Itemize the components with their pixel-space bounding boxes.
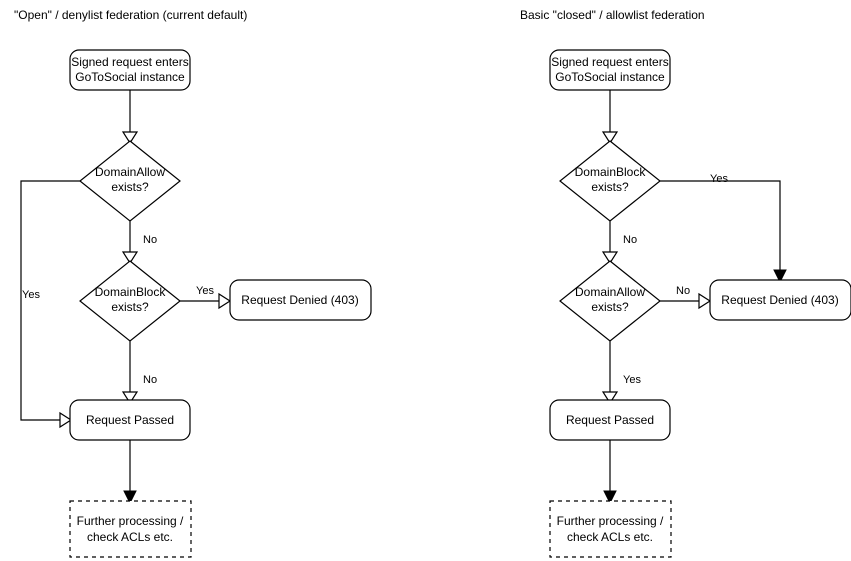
- left-label-block-no: No: [143, 374, 157, 386]
- right-edge-block-yes: Yes: [660, 173, 787, 284]
- left-label-block-yes: Yes: [196, 285, 214, 297]
- left-request-denied-box: [229, 279, 372, 321]
- right-request-denied-box: [709, 279, 851, 321]
- left-request-denied-node: Request Denied (403): [229, 279, 372, 321]
- left-decision1-line2: exists?: [111, 180, 149, 194]
- arrowhead-filled-icon: [123, 490, 137, 505]
- arrowhead-open-icon: [121, 391, 139, 405]
- right-edge-allow-yes: Yes: [601, 341, 641, 405]
- left-edge-allow-yes: Yes: [20, 180, 80, 429]
- arrowhead-open-icon: [601, 131, 619, 145]
- left-decision2-line2: exists?: [111, 300, 149, 314]
- left-edge-start-to-allow: [121, 90, 139, 145]
- left-edge-block-yes: Yes: [180, 285, 232, 310]
- arrowhead-filled-icon: [603, 490, 617, 505]
- right-edge-passed-to-further: [603, 440, 617, 505]
- left-edge-block-no: No: [121, 341, 157, 405]
- right-decision2-line2: exists?: [591, 300, 629, 314]
- right-start-node: Signed request enters GoToSocial instanc…: [549, 49, 671, 91]
- right-label-block-yes: Yes: [710, 173, 728, 185]
- arrowhead-open-icon: [59, 411, 73, 429]
- right-start-line1: Signed request enters: [551, 55, 668, 69]
- left-decision-domainblock: DomainBlock exists?: [79, 260, 181, 342]
- arrowhead-open-icon: [601, 391, 619, 405]
- left-request-passed-node: Request Passed: [69, 399, 191, 441]
- right-diagram-title: Basic "closed" / allowlist federation: [520, 8, 705, 22]
- right-decision1-line2: exists?: [591, 180, 629, 194]
- right-further-line1: Further processing /: [557, 514, 664, 528]
- left-further-processing-node: Further processing / check ACLs etc.: [69, 500, 192, 558]
- left-start-line2: GoToSocial instance: [75, 70, 185, 84]
- arrowhead-open-icon: [121, 131, 139, 145]
- right-decision-domainblock: DomainBlock exists?: [559, 140, 661, 222]
- left-further-line1: Further processing /: [77, 514, 184, 528]
- left-start-node: Signed request enters GoToSocial instanc…: [69, 49, 191, 91]
- right-decision-domainallow: DomainAllow exists?: [559, 260, 661, 342]
- right-label-allow-yes: Yes: [623, 374, 641, 386]
- right-further-line2: check ACLs etc.: [567, 530, 653, 544]
- right-label-block-no: No: [623, 234, 637, 246]
- left-decision1-line1: DomainAllow: [95, 165, 165, 179]
- right-edge-start-to-block: [601, 90, 619, 145]
- left-diagram-title: "Open" / denylist federation (current de…: [14, 8, 247, 22]
- right-request-passed-node: Request Passed: [549, 399, 671, 441]
- left-edge-passed-to-further: [123, 440, 137, 505]
- right-further-processing-box: [549, 500, 672, 558]
- right-request-passed-label: Request Passed: [566, 413, 654, 427]
- arrowhead-open-icon: [121, 251, 139, 265]
- right-decision2-line1: DomainAllow: [575, 285, 645, 299]
- left-request-passed-label: Request Passed: [86, 413, 174, 427]
- left-label-allow-yes: Yes: [22, 289, 40, 301]
- arrowhead-open-icon: [698, 292, 712, 310]
- left-label-allow-no: No: [143, 234, 157, 246]
- right-edge-block-no: No: [601, 221, 637, 265]
- right-start-line2: GoToSocial instance: [555, 70, 665, 84]
- right-decision1-line1: DomainBlock: [575, 165, 647, 179]
- left-edge-allow-no: No: [121, 221, 157, 265]
- right-edge-allow-no: No: [660, 285, 712, 310]
- right-request-denied-label: Request Denied (403): [721, 293, 838, 307]
- left-decision2-line1: DomainBlock: [95, 285, 167, 299]
- arrowhead-open-icon: [601, 251, 619, 265]
- right-request-denied-node: Request Denied (403): [709, 279, 851, 321]
- left-further-line2: check ACLs etc.: [87, 530, 173, 544]
- right-label-allow-no: No: [676, 285, 690, 297]
- left-decision-domainallow: DomainAllow exists?: [79, 140, 181, 222]
- left-request-denied-label: Request Denied (403): [241, 293, 358, 307]
- arrowhead-filled-icon: [773, 269, 787, 284]
- left-start-line1: Signed request enters: [71, 55, 188, 69]
- right-further-processing-node: Further processing / check ACLs etc.: [549, 500, 672, 558]
- left-further-processing-box: [69, 500, 192, 558]
- arrowhead-open-icon: [218, 292, 232, 310]
